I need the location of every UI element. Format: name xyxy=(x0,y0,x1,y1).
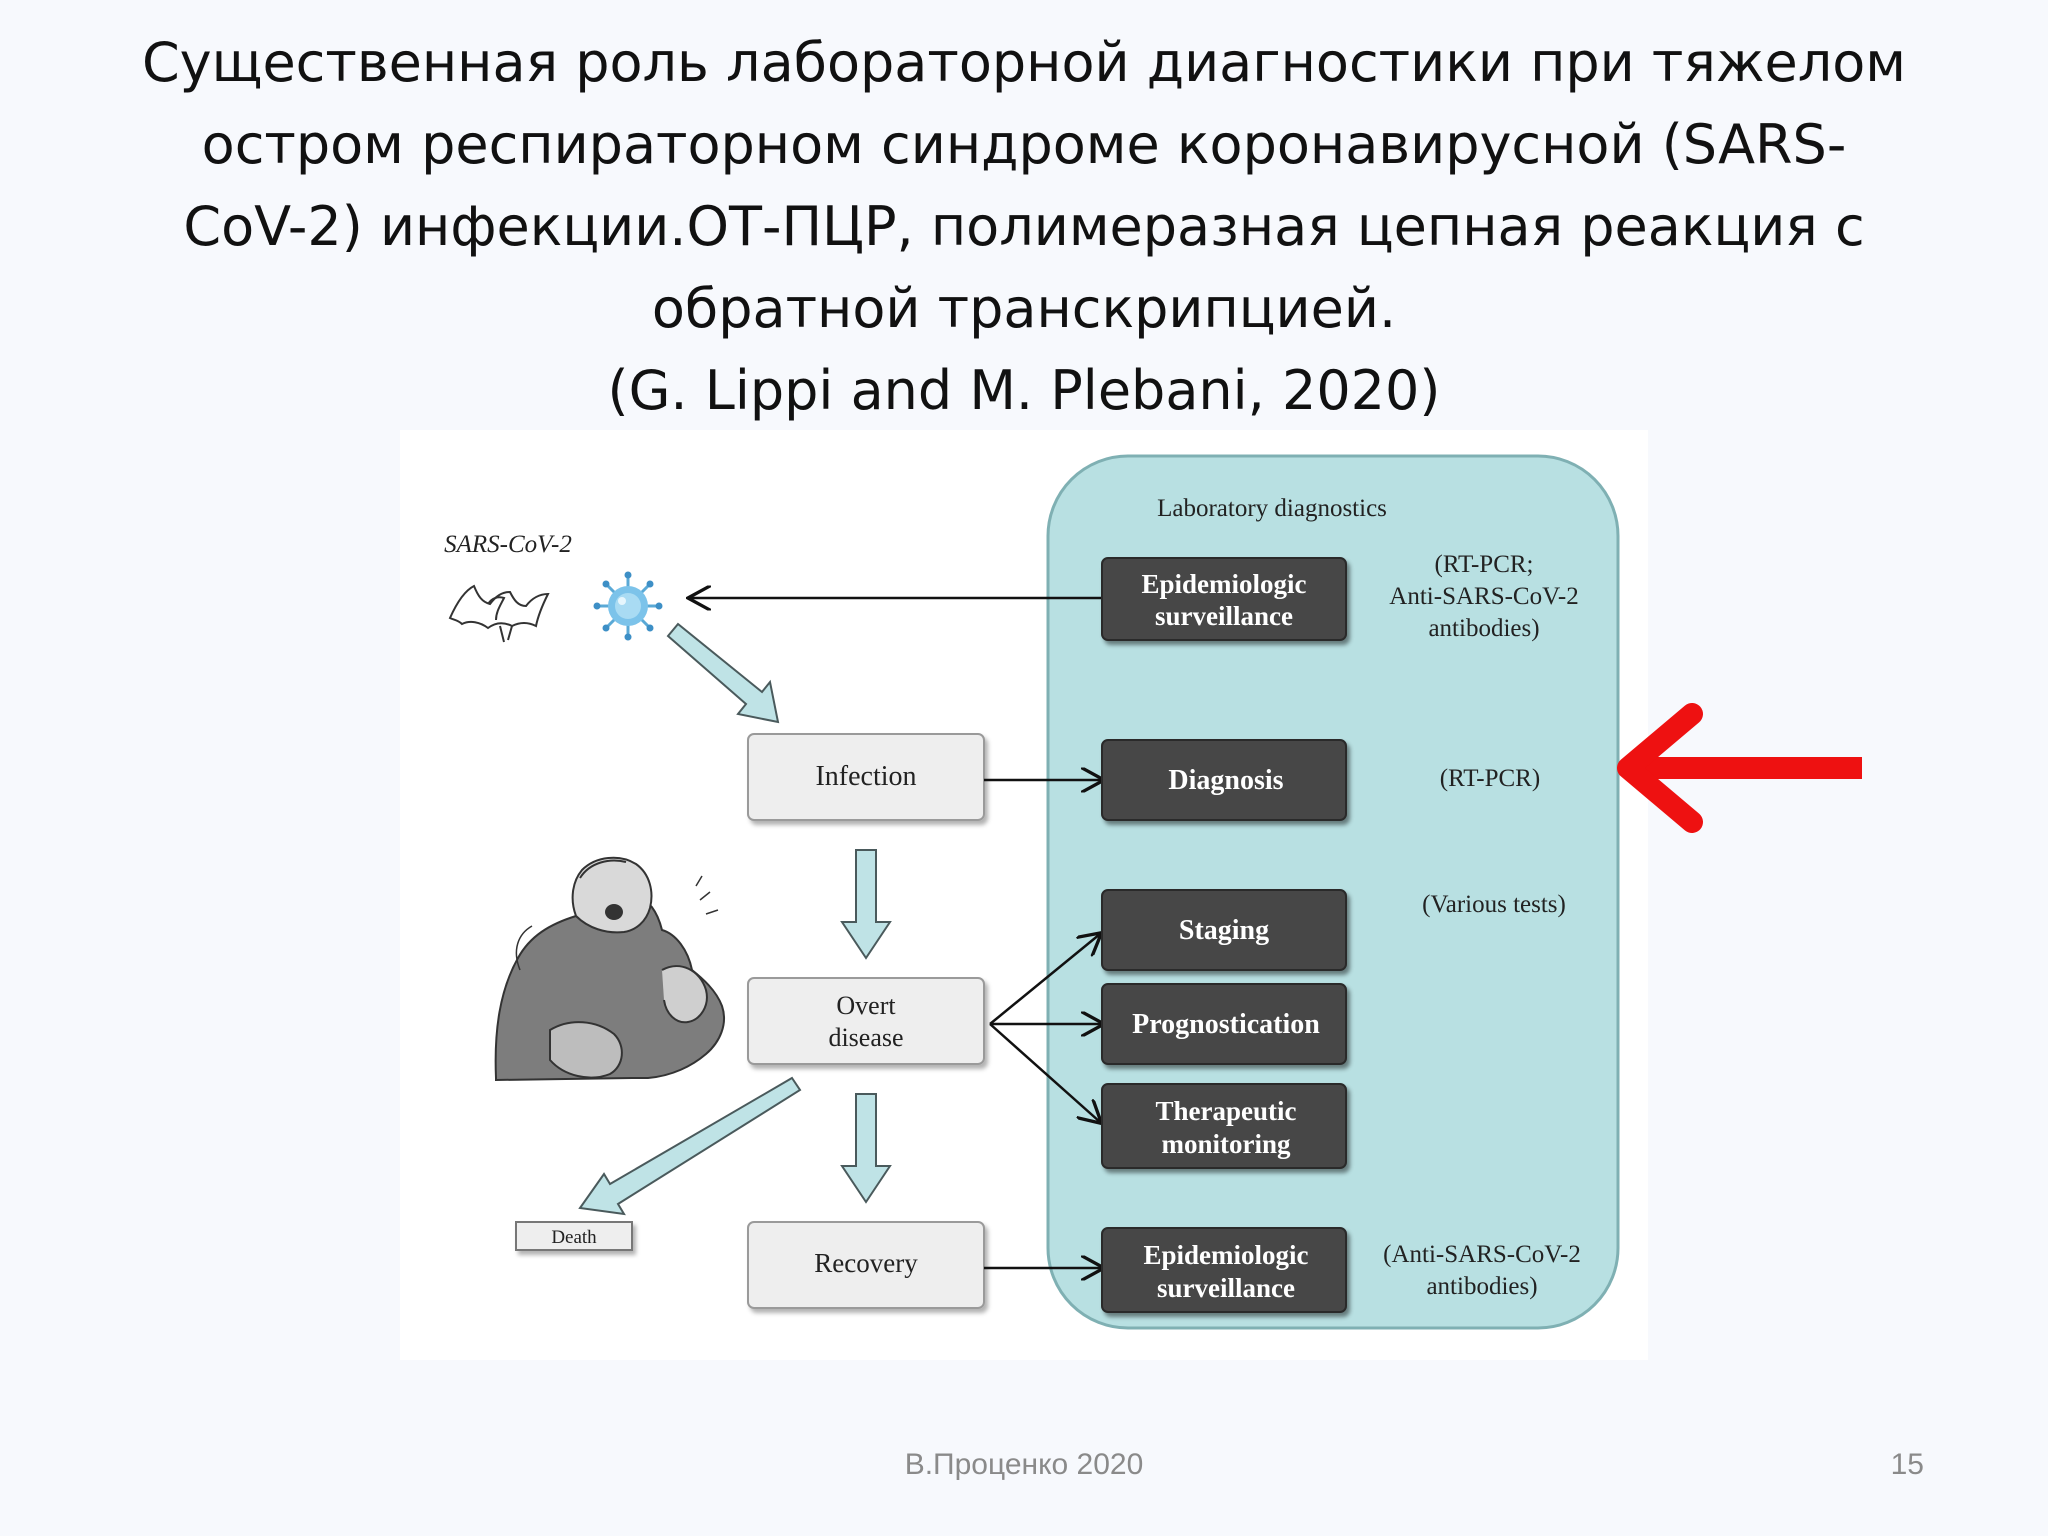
page-number: 15 xyxy=(1890,1448,1924,1481)
note-various-tests: (Various tests) xyxy=(1422,891,1566,918)
overt-disease-label-2: disease xyxy=(828,1023,903,1052)
staging-label: Staging xyxy=(1179,915,1269,946)
infection-label: Infection xyxy=(815,761,916,792)
disease-to-recovery-arrow xyxy=(840,1093,892,1204)
prognostication-label: Prognostication xyxy=(1132,1009,1320,1040)
disease-to-staging-arrow xyxy=(989,934,1100,1025)
death-label: Death xyxy=(551,1227,597,1248)
virus-to-infection-arrow xyxy=(666,622,780,724)
title-line-3: CoV-2) инфекции.ОТ-ПЦР, полимеразная цеп… xyxy=(183,195,1865,258)
therapeutic-monitoring-box xyxy=(1101,1083,1347,1169)
overt-disease-label-1: Overt xyxy=(836,991,896,1020)
epi-bottom-label-1: Epidemiologic xyxy=(1143,1240,1308,1270)
coronavirus-icon xyxy=(593,571,663,641)
infection-box xyxy=(747,733,985,821)
recovery-box xyxy=(747,1221,985,1309)
virus-label: SARS-CoV-2 xyxy=(444,531,572,558)
disease-to-therapeutic-arrow xyxy=(989,1023,1100,1122)
note-epi-top-2: Anti-SARS-CoV-2 xyxy=(1389,583,1578,610)
highlight-arrow-icon xyxy=(1617,703,1862,833)
title-citation: (G. Lippi and M. Plebani, 2020) xyxy=(607,359,1441,422)
diagram-figure: Laboratory diagnostics SARS-CoV-2 xyxy=(400,430,1648,1360)
epidemiologic-surveillance-top-box xyxy=(1101,557,1347,641)
epidemiologic-surveillance-bottom-box xyxy=(1101,1227,1347,1313)
recovery-label: Recovery xyxy=(814,1248,918,1278)
disease-to-death-arrow xyxy=(578,1076,802,1216)
therapeutic-label-1: Therapeutic xyxy=(1156,1096,1297,1126)
footer-author: В.Проценко 2020 xyxy=(904,1448,1144,1481)
title-line-2: остром респираторном синдроме коронавиру… xyxy=(201,113,1847,176)
slide-title: Существенная роль лабораторной диагности… xyxy=(100,22,1948,432)
note-epi-bottom-1: (Anti-SARS-CoV-2 xyxy=(1383,1241,1581,1268)
diagram-svg: Laboratory diagnostics SARS-CoV-2 xyxy=(444,454,1620,1330)
infection-to-disease-arrow xyxy=(840,849,892,960)
staging-box xyxy=(1101,889,1347,971)
diagnosis-label: Diagnosis xyxy=(1168,765,1283,796)
note-diagnosis: (RT-PCR) xyxy=(1440,765,1540,792)
title-line-1: Существенная роль лабораторной диагности… xyxy=(141,31,1907,94)
diagnosis-box xyxy=(1101,739,1347,821)
epi-top-label-1: Epidemiologic xyxy=(1141,569,1306,599)
title-line-4: обратной транскрипцией. xyxy=(651,277,1397,340)
bat-icon xyxy=(448,584,550,643)
note-epi-bottom-2: antibodies) xyxy=(1426,1273,1537,1300)
lab-panel-title: Laboratory diagnostics xyxy=(1157,495,1387,522)
sick-patient-icon xyxy=(494,856,725,1082)
epi-top-label-2: surveillance xyxy=(1155,601,1293,631)
prognostication-box xyxy=(1101,983,1347,1065)
epi-bottom-label-2: surveillance xyxy=(1157,1273,1295,1303)
overt-disease-box xyxy=(747,977,985,1065)
therapeutic-label-2: monitoring xyxy=(1161,1129,1291,1159)
note-epi-top-1: (RT-PCR; xyxy=(1435,551,1534,578)
death-box xyxy=(515,1221,633,1251)
note-epi-top-3: antibodies) xyxy=(1428,615,1539,642)
